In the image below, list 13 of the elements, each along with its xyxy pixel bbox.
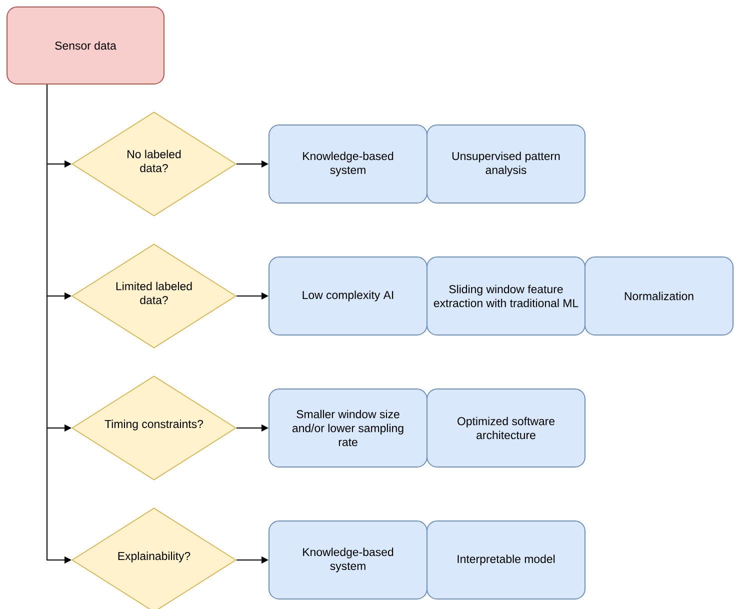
process-box: Low complexity AI	[268, 256, 428, 336]
process-box: Knowledge-based system	[268, 124, 428, 204]
process-box: Normalization	[584, 256, 734, 336]
node-label: Interpretable model	[458, 554, 555, 566]
node-label: Normalization	[624, 292, 694, 300]
process-box: Sensor data	[6, 6, 164, 84]
process-box: Sliding window feature extraction with traditional ML	[426, 256, 586, 336]
process-box: Knowledge-based system	[268, 520, 428, 600]
process-box: Smaller window size and/or lower sampling rate	[268, 388, 428, 468]
process-box: Unsupervised pattern analysis	[426, 124, 586, 204]
process-box: Interpretable model	[426, 520, 586, 600]
process-box: Optimized software architecture	[426, 388, 586, 468]
node-label: Knowledge-based system	[303, 548, 394, 572]
